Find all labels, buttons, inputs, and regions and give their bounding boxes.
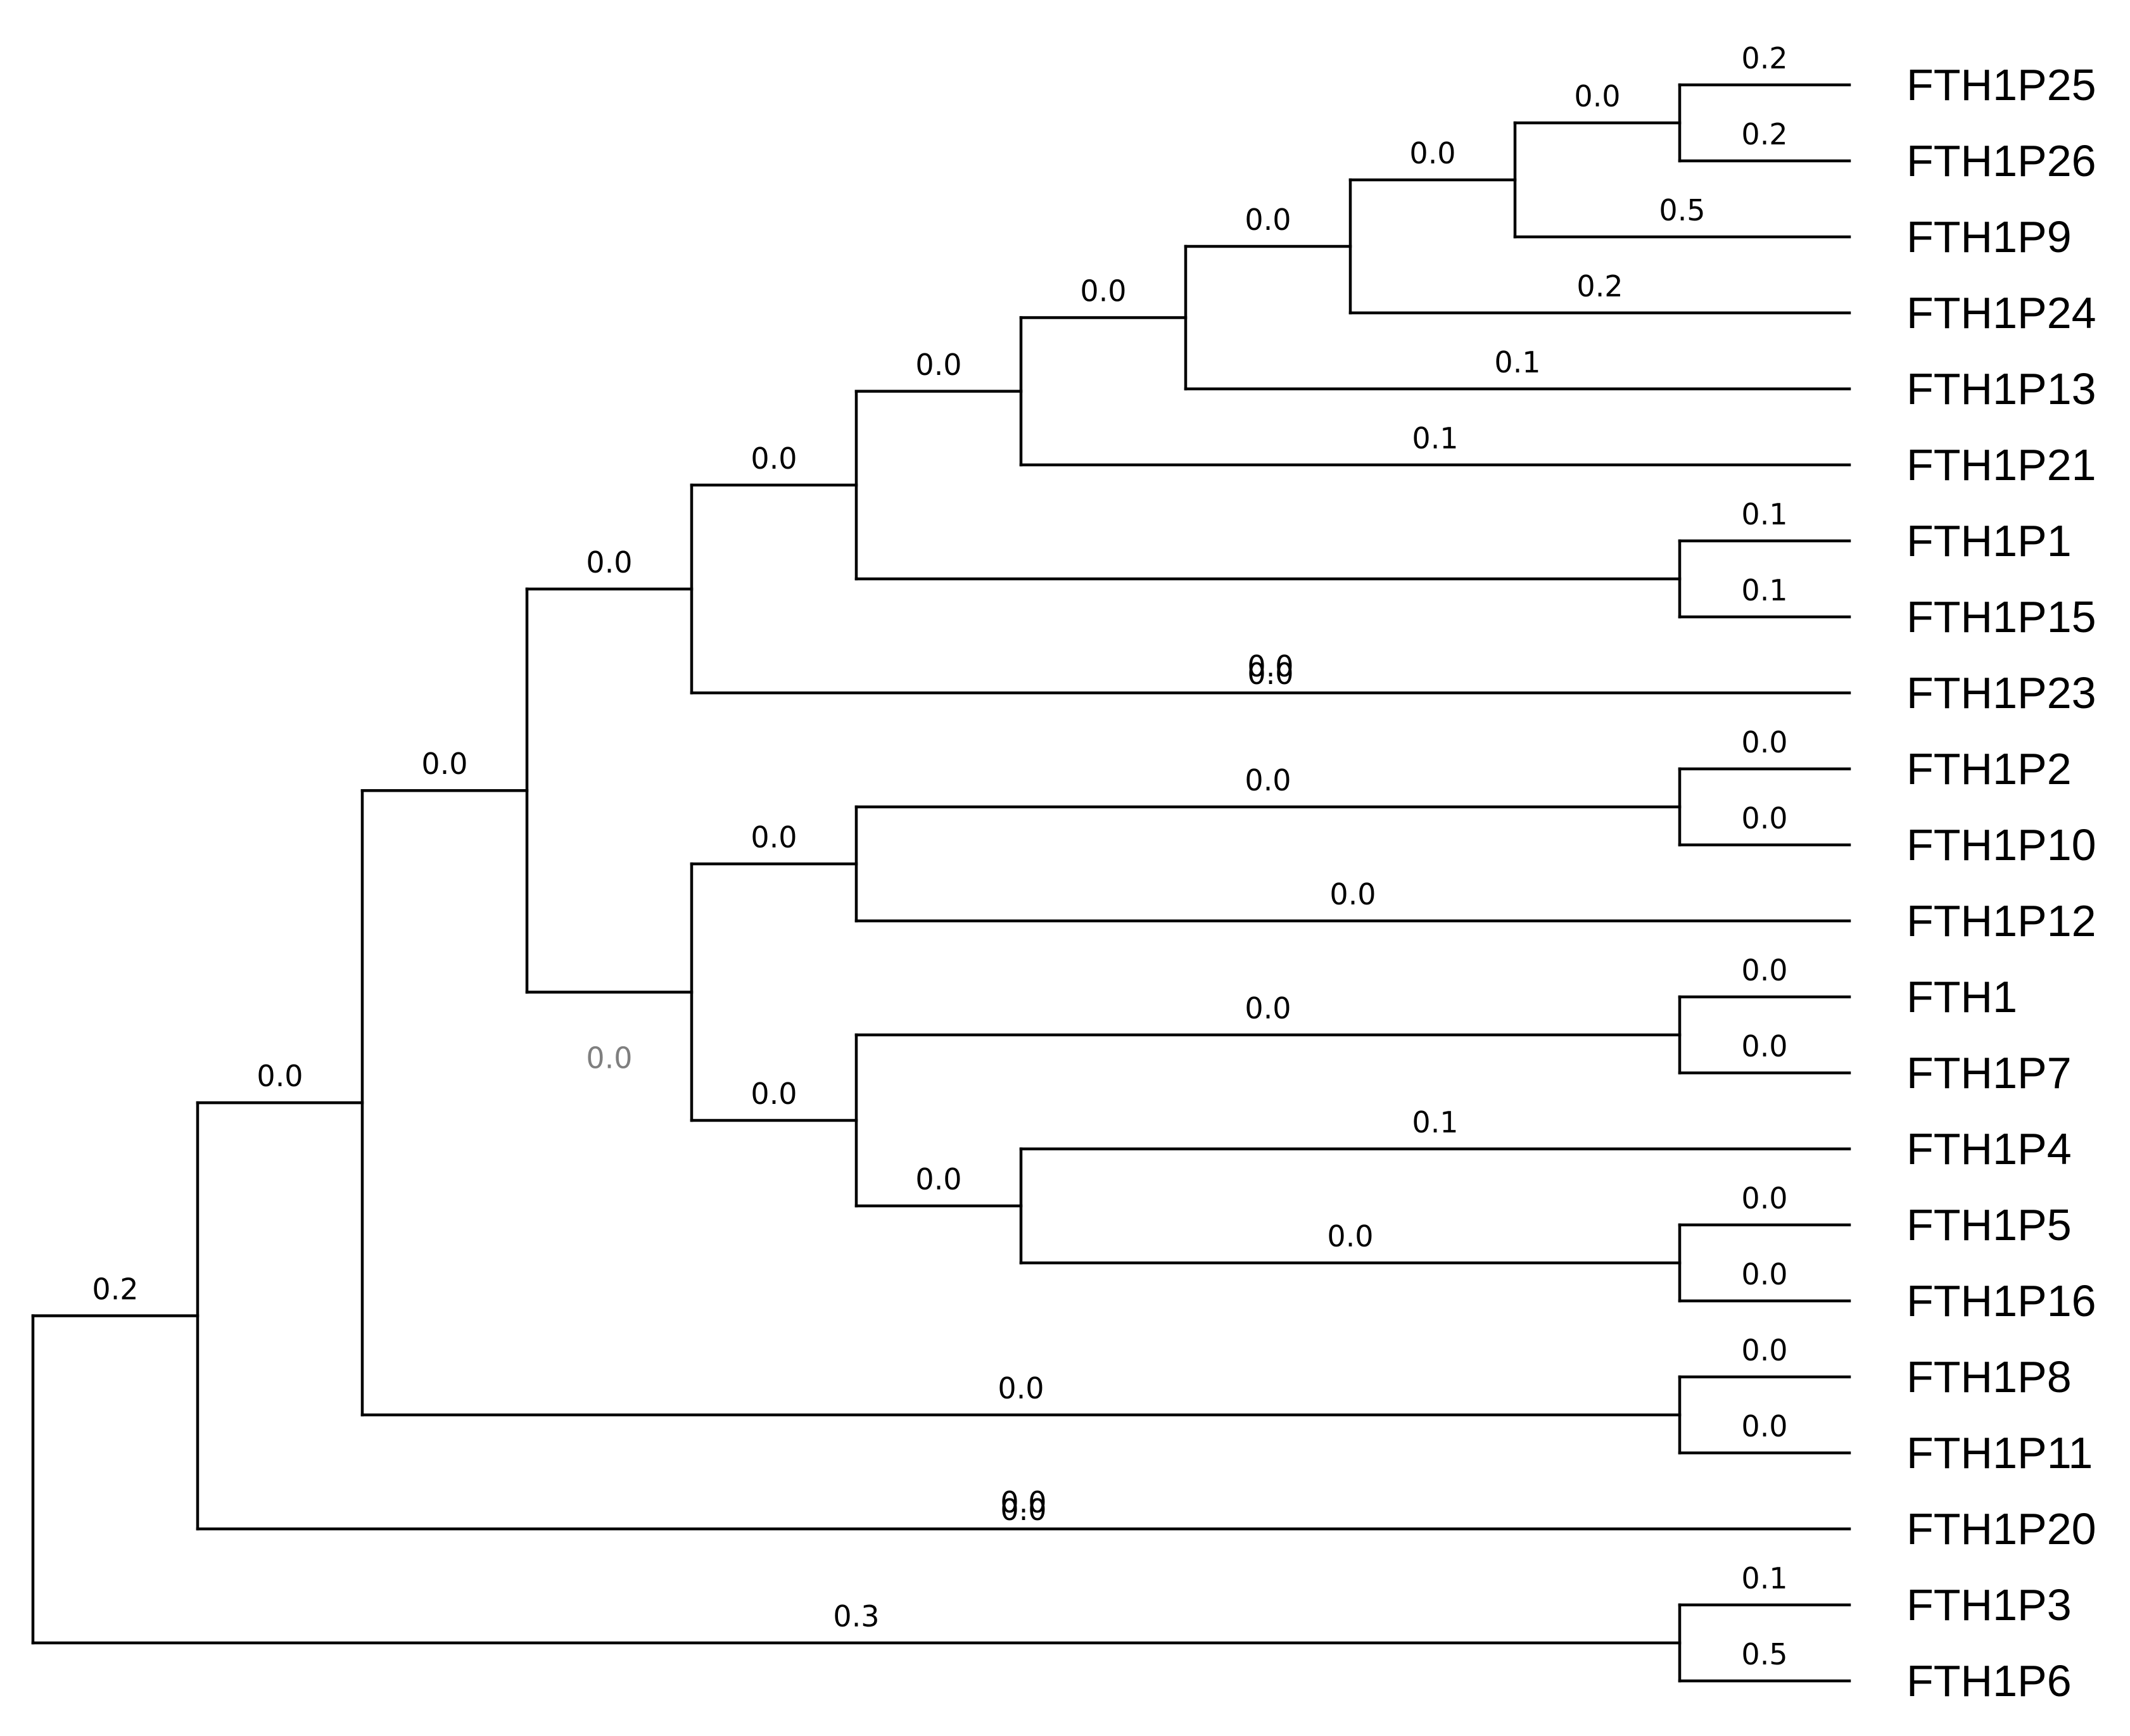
branch-length-label: 0.0 <box>1000 1485 1046 1519</box>
branch-length-label: 0.0 <box>1245 991 1291 1025</box>
branch-length-label: 0.0 <box>1741 1333 1787 1367</box>
branch-length-label: 0.1 <box>1741 497 1787 531</box>
branch-length-label: 0.0 <box>1245 203 1291 237</box>
taxon-label: FTH1P25 <box>1906 60 2096 110</box>
branch-length-label: 0.0 <box>1741 725 1787 759</box>
branch-length-label: 0.0 <box>1245 763 1291 797</box>
taxon-label: FTH1P6 <box>1906 1656 2072 1706</box>
taxon-label: FTH1P10 <box>1906 820 2096 870</box>
taxon-label: FTH1P3 <box>1906 1580 2072 1630</box>
branch-length-label: 0.0 <box>1409 136 1455 170</box>
taxon-label: FTH1P26 <box>1906 136 2096 186</box>
branch-length-label: 0.0 <box>1741 1409 1787 1443</box>
taxon-label: FTH1P23 <box>1906 668 2096 718</box>
branch-length-label: 0.0 <box>1741 953 1787 987</box>
branch-length-label: 0.2 <box>1741 117 1787 151</box>
taxon-label: FTH1P5 <box>1906 1200 2072 1250</box>
branch-length-label: 0.3 <box>833 1599 879 1633</box>
taxon-label: FTH1P9 <box>1906 212 2072 262</box>
taxon-label: FTH1P24 <box>1906 288 2096 338</box>
branch-length-label: 0.0 <box>1741 1257 1787 1291</box>
taxon-label: FTH1 <box>1906 972 2017 1022</box>
taxon-label: FTH1P2 <box>1906 744 2072 794</box>
branch-length-label: 0.0 <box>1080 274 1126 308</box>
branch-length-label: 0.0 <box>998 1371 1044 1405</box>
branch-length-label: 0.1 <box>1494 345 1540 379</box>
branch-length-label: 0.1 <box>1412 421 1458 455</box>
taxon-label: FTH1P11 <box>1906 1428 2093 1478</box>
branch-length-label: 0.0 <box>1741 1181 1787 1215</box>
branch-length-label: 0.0 <box>751 1077 797 1111</box>
taxon-label: FTH1P16 <box>1906 1276 2096 1326</box>
branch-length-label: 0.0 <box>586 1041 632 1075</box>
taxon-label: FTH1P7 <box>1906 1048 2072 1098</box>
taxon-label: FTH1P15 <box>1906 592 2096 642</box>
branch-length-label: 0.0 <box>586 545 632 580</box>
branch-length-label: 0.0 <box>257 1059 303 1093</box>
branch-length-label: 0.0 <box>1247 657 1293 691</box>
branch-length-label: 0.0 <box>421 747 467 781</box>
branch-length-label: 0.0 <box>1000 1493 1046 1527</box>
branch-length-label: 0.2 <box>1741 41 1787 75</box>
branch-length-label: 0.0 <box>1247 649 1293 683</box>
taxon-label: FTH1P1 <box>1906 516 2072 566</box>
branch-length-label: 0.2 <box>1576 269 1623 303</box>
tree-branches <box>31 83 1851 1683</box>
branch-length-label: 0.1 <box>1412 1105 1458 1139</box>
branch-length-label: 0.5 <box>1741 1637 1787 1671</box>
branch-length-label: 0.1 <box>1741 1561 1787 1595</box>
branch-length-label: 0.0 <box>1327 1219 1373 1253</box>
branch-length-label: 0.0 <box>1329 877 1376 911</box>
branch-length-label: 0.1 <box>1741 573 1787 607</box>
taxon-label: FTH1P12 <box>1906 896 2096 946</box>
branch-length-label: 0.0 <box>1741 801 1787 835</box>
branch-length-label: 0.0 <box>915 348 961 382</box>
taxon-label: FTH1P8 <box>1906 1352 2072 1402</box>
taxon-label: FTH1P4 <box>1906 1124 2072 1174</box>
branch-length-label: 0.0 <box>915 1162 961 1196</box>
taxon-label: FTH1P21 <box>1906 440 2096 490</box>
branch-length-label: 0.2 <box>92 1272 138 1307</box>
branch-length-label: 0.0 <box>751 441 797 476</box>
taxon-labels: FTH1P25FTH1P26FTH1P9FTH1P24FTH1P13FTH1P2… <box>1906 60 2096 1706</box>
branch-length-label: 0.0 <box>1574 79 1620 113</box>
branch-length-label: 0.0 <box>1741 1029 1787 1063</box>
taxon-label: FTH1P20 <box>1906 1504 2096 1554</box>
taxon-label: FTH1P13 <box>1906 364 2096 414</box>
branch-length-labels: 0.20.00.00.00.00.00.00.00.00.00.20.20.50… <box>92 41 1787 1671</box>
branch-length-label: 0.5 <box>1659 193 1705 227</box>
branch-length-label: 0.0 <box>751 820 797 854</box>
